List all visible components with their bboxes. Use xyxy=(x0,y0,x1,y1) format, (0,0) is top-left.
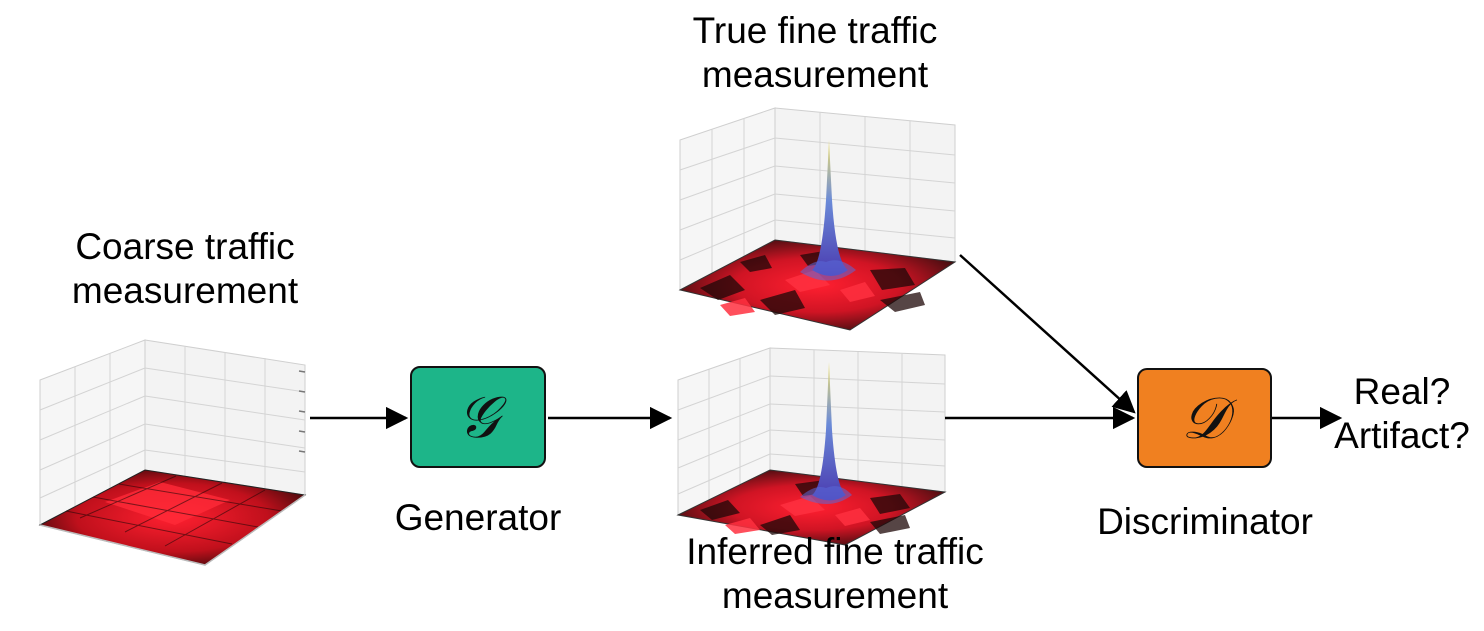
coarse-traffic-plot xyxy=(38,339,307,566)
inferred-fine-traffic-label-line2: measurement xyxy=(721,575,949,616)
discriminator-label: Discriminator xyxy=(1097,501,1313,542)
inferred-fine-traffic-label: Inferred fine traffic measurement xyxy=(655,530,1015,618)
true-fine-traffic-label-line2: measurement xyxy=(701,54,929,95)
output-label-line2: Artifact? xyxy=(1334,415,1470,456)
inferred-fine-traffic-plot xyxy=(676,347,947,546)
true-fine-traffic-plot xyxy=(678,107,957,331)
coarse-traffic-label-line2: measurement xyxy=(71,270,299,311)
output-label-line1: Real? xyxy=(1353,371,1451,412)
output-label: Real? Artifact? xyxy=(1320,370,1484,458)
arrow-true-to-discriminator xyxy=(959,254,1136,414)
inferred-fine-traffic-label-line1: Inferred fine traffic xyxy=(686,531,984,572)
true-fine-traffic-label-line1: True fine traffic xyxy=(692,10,938,51)
true-fine-traffic-label: True fine traffic measurement xyxy=(660,9,970,97)
discriminator-box: 𝒟 xyxy=(1137,368,1272,468)
discriminator-symbol: 𝒟 xyxy=(1181,384,1228,452)
generator-label: Generator xyxy=(394,497,562,538)
coarse-traffic-label: Coarse traffic measurement xyxy=(40,225,330,313)
coarse-traffic-label-line1: Coarse traffic xyxy=(75,226,295,267)
generator-symbol: 𝒢 xyxy=(457,383,499,451)
generator-box: 𝒢 xyxy=(410,366,546,468)
